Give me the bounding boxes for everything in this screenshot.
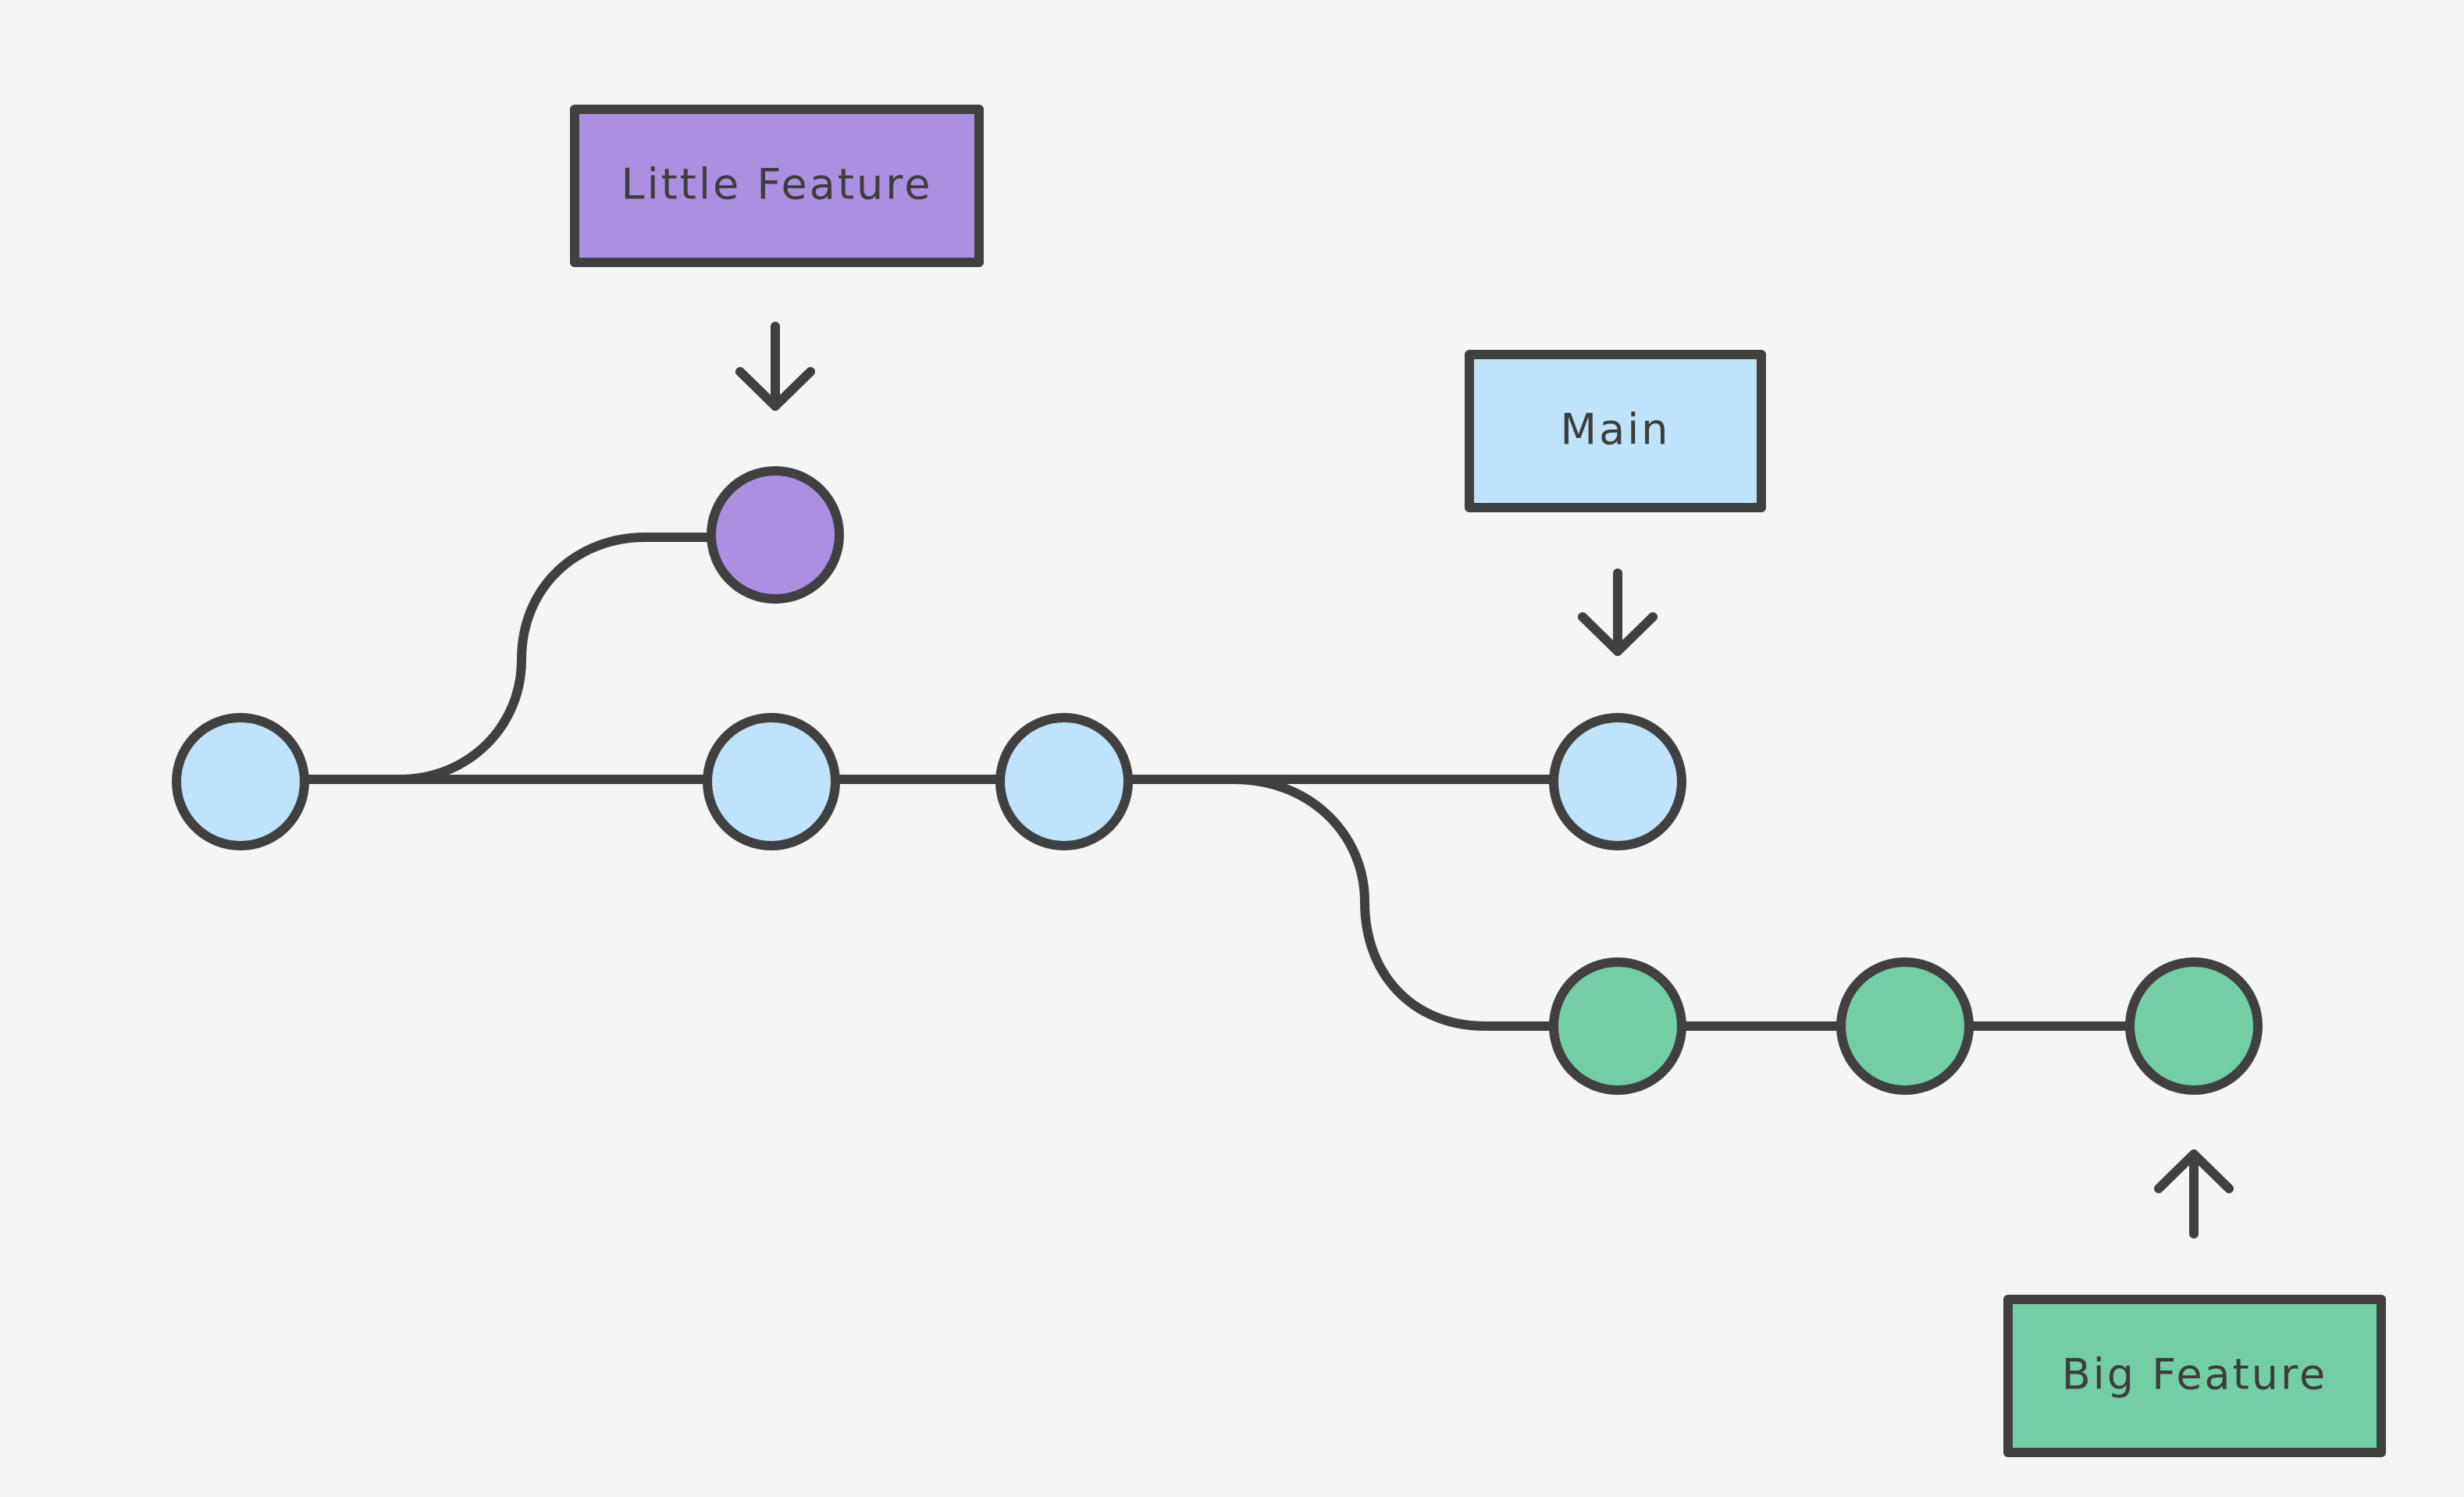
main-commits [172, 713, 1686, 850]
big-feature-label-box: Big Feature [2003, 1295, 2386, 1457]
branch-lines [301, 533, 2136, 1031]
big-feature-branch-curve [1229, 775, 1558, 1031]
main-label-box: Main [1465, 350, 1766, 512]
down-arrow-icon [1578, 569, 1658, 656]
up-arrow-icon [2154, 1149, 2234, 1239]
big-feature-commits [1549, 957, 2263, 1095]
commit-node [2125, 957, 2263, 1095]
main-label: Main [1561, 405, 1671, 454]
down-arrow-icon [735, 322, 815, 411]
commit-node [1549, 713, 1686, 850]
little-feature-branch-curve [395, 533, 715, 784]
commit-node [1549, 957, 1686, 1095]
little-feature-commit-node [707, 466, 844, 604]
commit-node [1836, 957, 1974, 1095]
commit-node [995, 713, 1133, 850]
commit-node [172, 713, 309, 850]
commit-node [703, 713, 840, 850]
big-feature-label: Big Feature [2062, 1350, 2328, 1399]
little-feature-label-box: Little Feature [570, 105, 984, 267]
little-feature-label: Little Feature [621, 160, 933, 209]
